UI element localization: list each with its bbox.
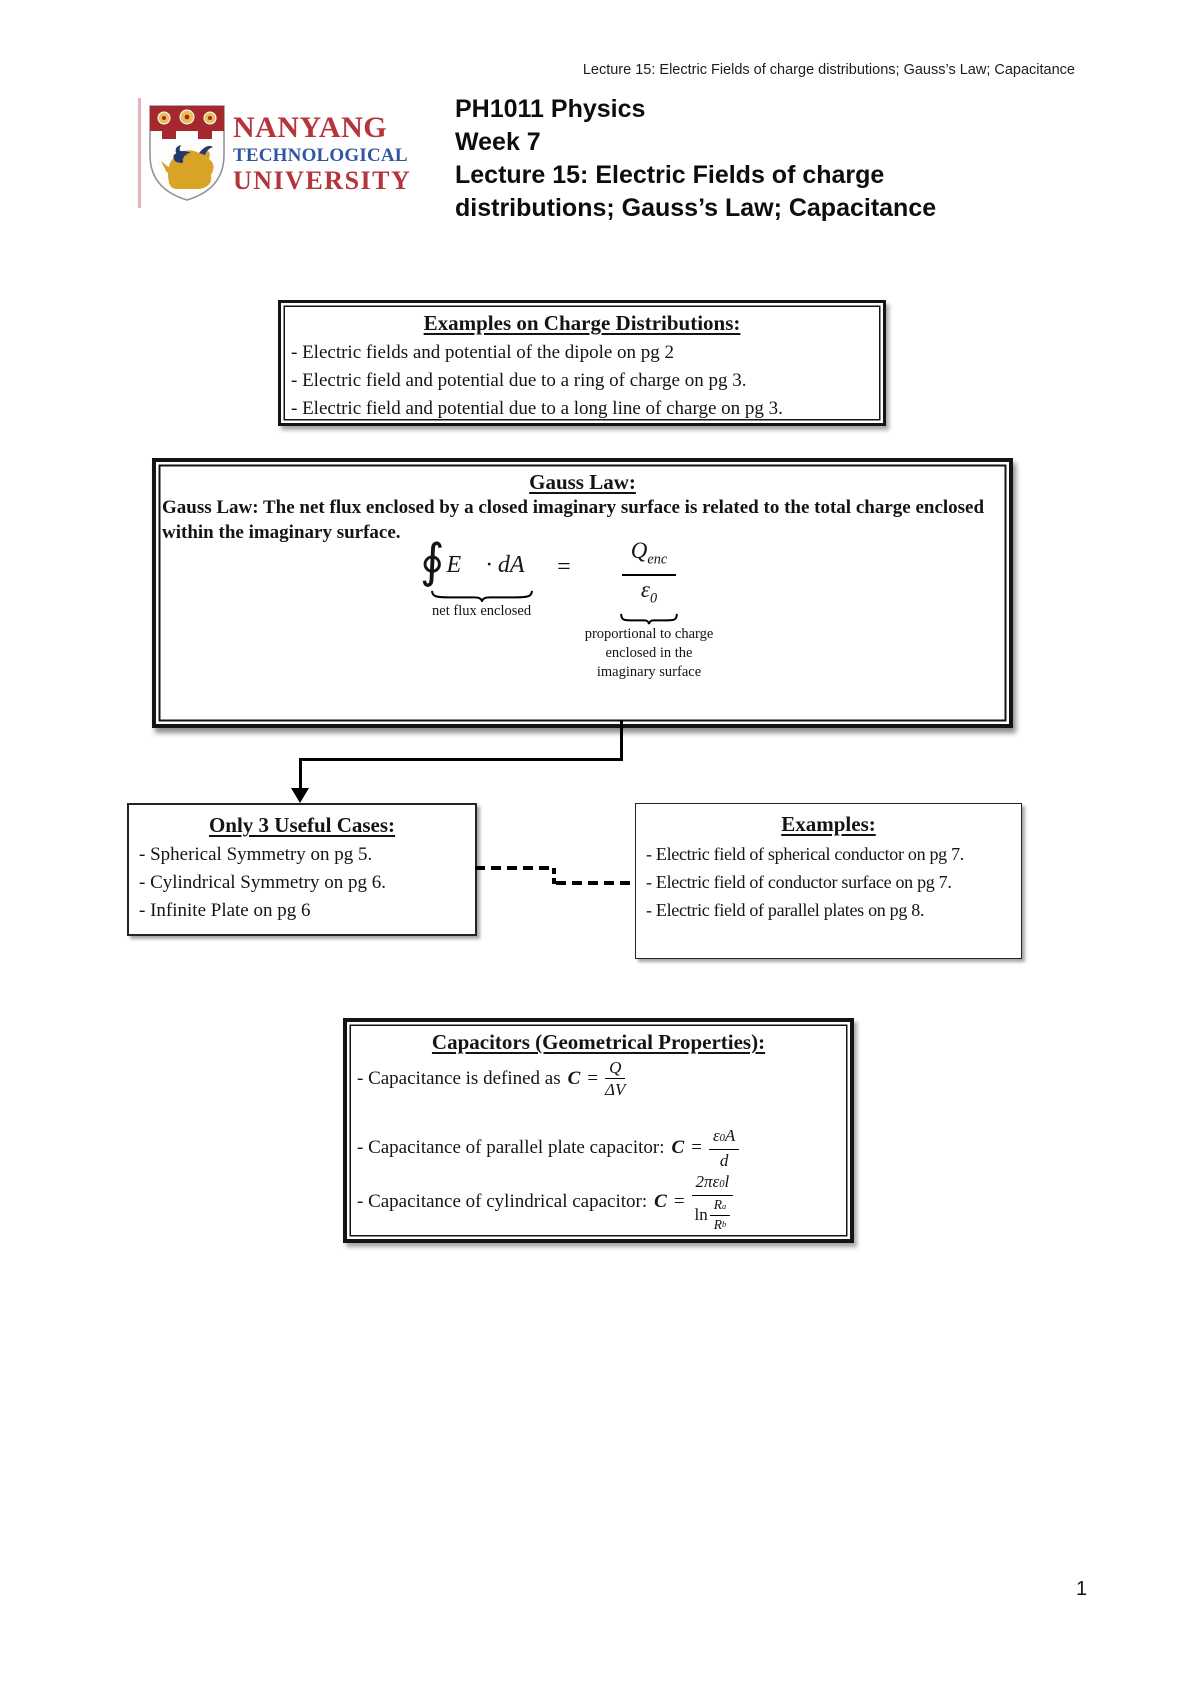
equals-sign: =: [691, 1137, 702, 1158]
connector-line-vertical-1: [620, 720, 623, 760]
box-charge-distributions: Examples on Charge Distributions: - Elec…: [278, 300, 886, 426]
equals-sign: =: [557, 554, 571, 580]
connector-line-horizontal: [299, 758, 623, 761]
charge-brace-label-2: enclosed in the: [605, 645, 693, 662]
flux-integral-group: ∮ E⃗ · dA⃗ net flux enclosed: [420, 536, 543, 621]
list-item: - Electric field of parallel plates on p…: [646, 900, 925, 920]
charge-fraction-group: Qenc ε0 proportional to charge enclosed …: [585, 536, 714, 682]
lecture-title-line2: distributions; Gauss’s Law; Capacitance: [455, 194, 937, 222]
logo-line-university: UNIVERSITY: [233, 165, 412, 195]
fraction-numerator: Qenc: [621, 538, 677, 576]
charge-brace-label-1: proportional to charge: [584, 626, 714, 643]
equals-sign: =: [673, 1191, 685, 1212]
epsilon-subscript: 0: [719, 1133, 725, 1144]
parallel-plate-formula: - Capacitance of parallel plate capacito…: [357, 1126, 740, 1170]
charge-fraction: Qenc ε0: [621, 538, 677, 612]
q-subscript: enc: [647, 551, 668, 568]
definition-text: - Capacitance is defined as: [357, 1067, 561, 1089]
week-label: Week 7: [455, 128, 541, 156]
dashed-connector-segment-1: [475, 866, 555, 870]
list-item: - Electric field of conductor surface on…: [646, 872, 952, 892]
ntu-wordmark: NANYANG TECHNOLOGICAL UNIVERSITY: [233, 110, 412, 195]
fraction-denominator: d: [719, 1151, 729, 1170]
course-title: PH1011 Physics: [455, 95, 646, 123]
epsilon-subscript: 0: [719, 1179, 725, 1190]
running-header: Lecture 15: Electric Fields of charge di…: [582, 62, 1075, 78]
c-symbol: C: [567, 1067, 581, 1089]
c-symbol: C: [654, 1191, 667, 1212]
list-item: - Spherical Symmetry on pg 5.: [139, 844, 373, 865]
box-useful-cases: Only 3 Useful Cases: - Spherical Symmetr…: [127, 803, 477, 936]
q-over-dv-fraction: Q ΔV: [605, 1058, 625, 1099]
box-charge-distributions-items: - Electric fields and potential of the d…: [281, 336, 883, 423]
box-capacitors-title: Capacitors (Geometrical Properties):: [431, 1030, 766, 1054]
flux-brace-label: net flux enclosed: [432, 603, 532, 619]
list-item: - Cylindrical Symmetry on pg 6.: [139, 872, 386, 893]
connector-line-vertical-2: [299, 758, 302, 790]
lecture-title-line1: Lecture 15: Electric Fields of charge: [455, 161, 885, 189]
list-item: - Electric field and potential due to a …: [291, 370, 747, 391]
integrand-e-da: E⃗ · dA⃗: [446, 551, 544, 578]
list-item: - Electric fields and potential of the d…: [291, 342, 675, 363]
length-symbol: l: [724, 1172, 730, 1191]
r-symbol: R: [713, 1197, 723, 1212]
box-examples-title: Examples:: [781, 812, 876, 836]
r-subscript-a: a: [722, 1202, 727, 1211]
two-pi-epsilon: 2πε: [695, 1172, 720, 1191]
fraction-denominator: ΔV: [605, 1080, 626, 1099]
c-symbol: C: [671, 1137, 685, 1158]
cylindrical-formula: - Capacitance of cylindrical capacitor: …: [357, 1172, 734, 1232]
ln-symbol: ln: [694, 1205, 708, 1224]
epsilon-symbol: ε: [640, 576, 650, 602]
fraction-denominator: ε0: [641, 576, 657, 612]
logo-line-nanyang: NANYANG: [233, 110, 388, 144]
box-charge-distributions-title: Examples on Charge Distributions:: [423, 311, 741, 335]
gauss-law-statement: Gauss Law: The net flux enclosed by a cl…: [162, 497, 985, 543]
underbrace-left: [430, 589, 534, 602]
box-useful-cases-items: - Spherical Symmetry on pg 5. - Cylindri…: [129, 838, 475, 925]
underbrace-right: [620, 612, 678, 625]
dashed-connector-step: [552, 868, 556, 884]
box-examples: Examples: - Electric field of spherical …: [635, 803, 1022, 959]
logo-line-technological: TECHNOLOGICAL: [233, 144, 408, 166]
gauss-law-formula: ∮ E⃗ · dA⃗ net flux enclosed = Qenc ε0 p…: [420, 536, 713, 682]
r-symbol: R: [713, 1217, 723, 1232]
box-gauss-law-title: Gauss Law:: [529, 470, 636, 494]
parallel-plate-text: - Capacitance of parallel plate capacito…: [357, 1137, 665, 1158]
r-subscript-b: b: [722, 1220, 727, 1229]
epsilon-symbol: ε: [712, 1126, 720, 1145]
fraction-numerator: Q: [605, 1058, 626, 1079]
box-capacitors: Capacitors (Geometrical Properties):: [343, 1018, 854, 1243]
ntu-logo: NANYANG TECHNOLOGICAL UNIVERSITY: [138, 98, 412, 208]
list-item: - Electric field and potential due to a …: [291, 398, 783, 419]
ntu-crest-icon: [149, 105, 225, 201]
box-examples-items: - Electric field of spherical conductor …: [636, 837, 1021, 924]
closed-integral-symbol: ∮: [420, 534, 445, 589]
cylindrical-text: - Capacitance of cylindrical capacitor:: [357, 1191, 648, 1212]
down-arrow-icon: [291, 788, 309, 803]
charge-brace-label-3: imaginary surface: [596, 664, 702, 681]
box-useful-cases-title: Only 3 Useful Cases:: [208, 813, 396, 837]
title-block: PH1011 Physics Week 7 Lecture 15: Electr…: [455, 93, 936, 225]
list-item: - Infinite Plate on pg 6: [139, 900, 311, 921]
list-item: - Electric field of spherical conductor …: [646, 844, 964, 864]
dashed-connector-segment-2: [556, 881, 635, 885]
area-symbol: A: [724, 1126, 736, 1145]
q-symbol: Q: [630, 538, 648, 563]
capacitance-definition: - Capacitance is defined as C = Q ΔV: [357, 1058, 625, 1099]
epsilon-subscript: 0: [649, 590, 658, 607]
page-number: 1: [1076, 1578, 1088, 1600]
box-gauss-law: Gauss Law:: [152, 458, 1013, 728]
equals-sign: =: [587, 1067, 599, 1089]
